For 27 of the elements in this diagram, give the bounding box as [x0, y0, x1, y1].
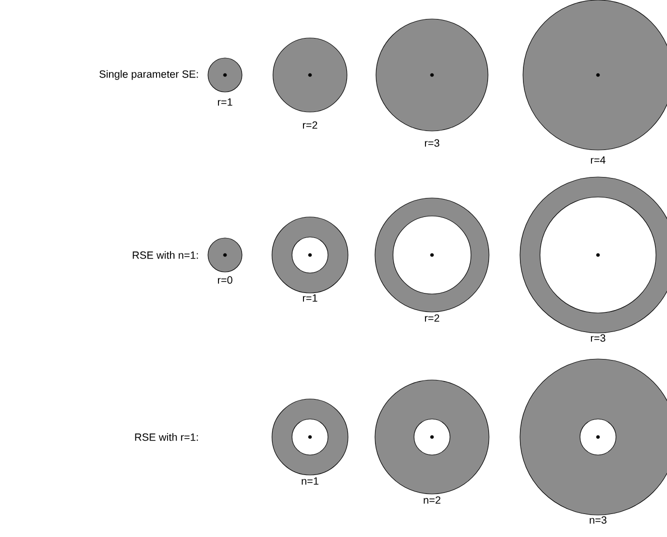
size-label: r=4	[590, 156, 606, 164]
size-label: r=0	[218, 276, 232, 284]
inner-circle	[392, 216, 472, 294]
disk	[520, 358, 667, 516]
size-label: n=3	[590, 516, 606, 524]
disk	[272, 38, 348, 112]
inner-circle	[540, 196, 656, 314]
disk	[208, 58, 242, 92]
disk	[522, 0, 667, 150]
inner-circle	[292, 418, 328, 456]
row-label: Single parameter SE:	[99, 70, 198, 80]
disk	[376, 18, 488, 132]
disk	[208, 238, 242, 272]
size-label: n=1	[302, 477, 318, 485]
inner-circle	[580, 418, 616, 456]
size-label: r=1	[302, 294, 318, 302]
inner-circle	[292, 236, 328, 274]
size-label: r=3	[590, 334, 606, 342]
size-label: r=3	[424, 139, 440, 147]
size-label: r=1	[218, 98, 232, 106]
row-label: RSE with n=1:	[132, 251, 198, 259]
inner-circle	[414, 418, 450, 456]
row-label: RSE with r=1:	[135, 433, 198, 441]
disk	[374, 380, 490, 494]
size-label: r=2	[424, 314, 440, 322]
size-label: n=2	[424, 496, 440, 504]
size-label: r=2	[302, 121, 318, 129]
